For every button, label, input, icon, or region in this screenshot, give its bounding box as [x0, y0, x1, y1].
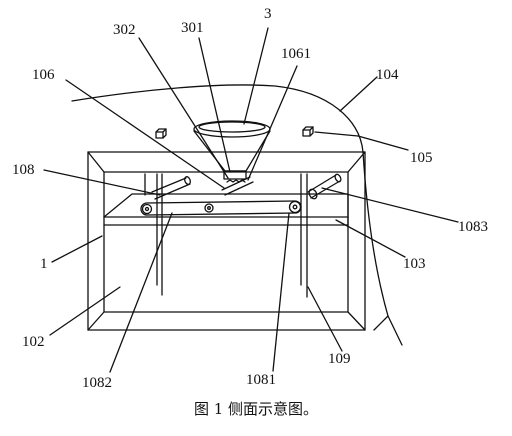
sensor-box-right [302, 126, 314, 137]
leader-108 [43, 169, 161, 196]
label-109: 109 [328, 351, 351, 367]
corner-tr [347, 151, 366, 173]
label-1061: 1061 [281, 46, 311, 62]
leader-1083 [321, 187, 459, 223]
leader-102 [49, 286, 121, 336]
corner-br [347, 311, 366, 331]
leader-3 [243, 27, 269, 125]
nozzle-spring [226, 179, 246, 183]
leader-1061 [247, 65, 298, 181]
label-3: 3 [264, 6, 272, 22]
outer-cover-line [71, 84, 403, 346]
belt-pulley-mid-hub [207, 206, 211, 210]
label-302: 302 [113, 22, 136, 38]
label-1081: 1081 [246, 372, 276, 388]
label-105: 105 [410, 150, 433, 166]
sensor-box-left [155, 128, 167, 139]
leader-1082 [109, 212, 173, 373]
leader-105b [357, 135, 409, 151]
housing-outer [87, 151, 366, 331]
leader-109 [307, 286, 343, 352]
leader-302 [138, 37, 229, 179]
leader-103 [335, 219, 406, 258]
left-roller [151, 176, 191, 200]
conveyor-belt [140, 200, 302, 216]
leader-1 [51, 235, 103, 263]
hopper-nozzle [223, 170, 247, 180]
housing-inner [103, 171, 349, 313]
label-103: 103 [403, 256, 426, 272]
label-301: 301 [181, 20, 204, 36]
belt-pulley-right [288, 200, 302, 214]
belt-pulley-mid [204, 203, 214, 213]
leader-301 [198, 37, 231, 173]
cover-lower-edge [373, 315, 389, 331]
leader-106 [65, 79, 225, 189]
belt-pulley-left-hub [144, 206, 150, 212]
leader-104 [339, 76, 378, 112]
label-102: 102 [22, 334, 45, 350]
label-104: 104 [376, 67, 399, 83]
label-1082: 1082 [82, 375, 112, 391]
label-1083: 1083 [458, 219, 488, 235]
corner-bl [87, 311, 105, 331]
right-roller [307, 173, 342, 200]
corner-tl [87, 151, 105, 173]
belt-pulley-left [141, 203, 153, 215]
hopper-rim-inner [198, 121, 266, 133]
figure-caption: 图 1 侧面示意图。 [193, 400, 319, 418]
leader-105 [314, 131, 359, 137]
label-108: 108 [12, 162, 35, 178]
label-1: 1 [40, 256, 48, 272]
belt-pulley-right-hub [292, 204, 298, 210]
shelf-top [103, 193, 349, 218]
leader-1081 [272, 212, 290, 372]
label-106: 106 [32, 67, 55, 83]
